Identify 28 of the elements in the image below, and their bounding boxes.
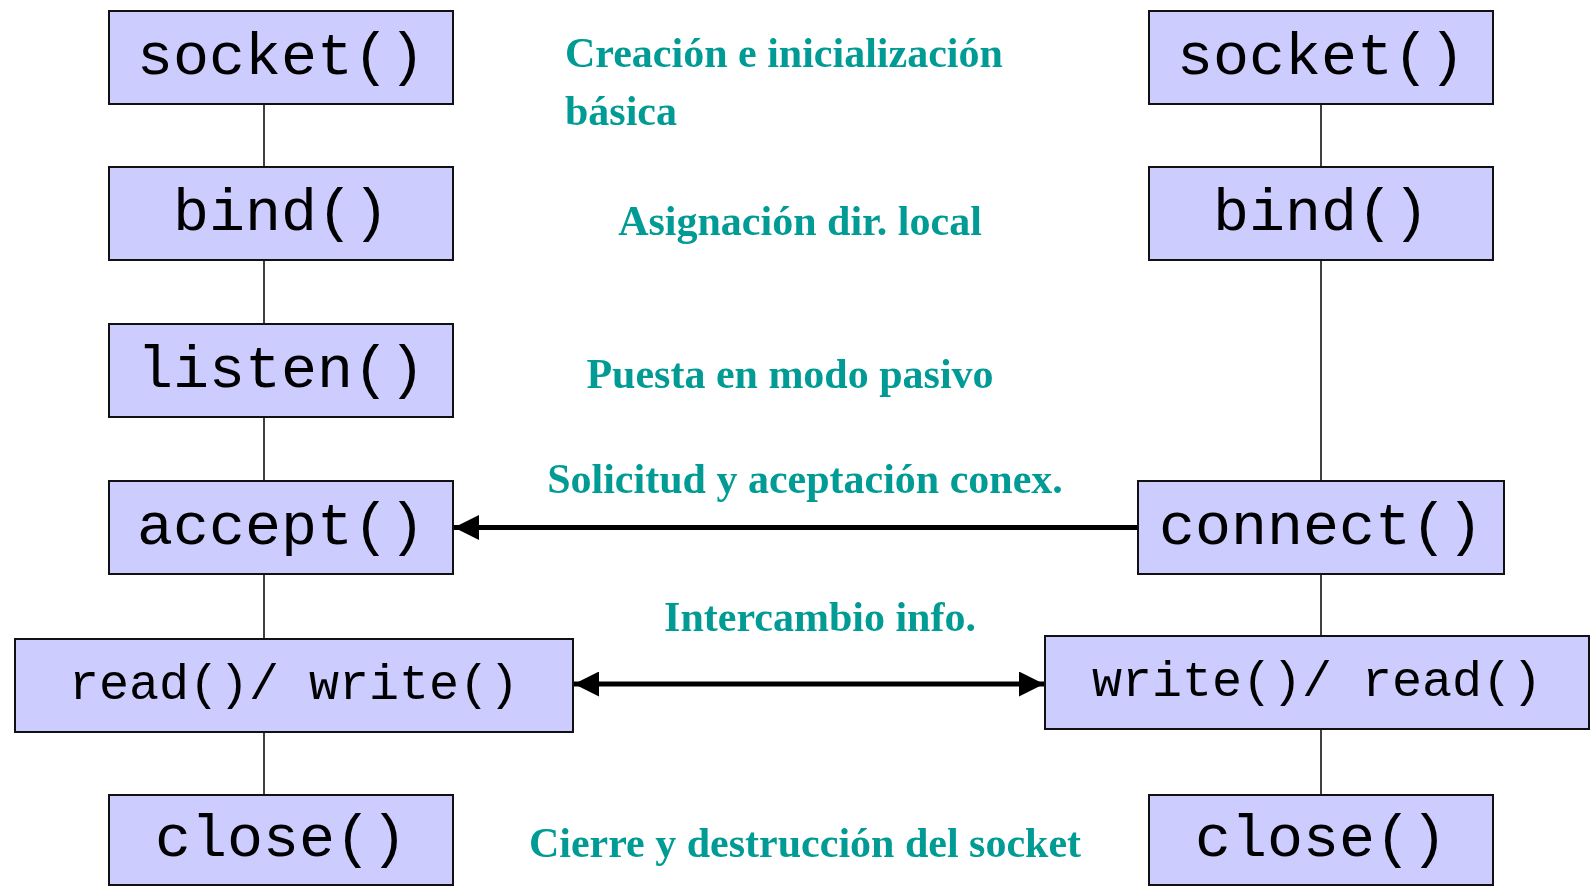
function-box: bind() [108,166,454,261]
function-box: listen() [108,323,454,418]
arrow [574,671,1044,697]
stage-description: Creación e inicialización básica [565,29,1004,136]
function-box: close() [108,794,454,886]
function-box: connect() [1137,480,1505,575]
connector-line [263,104,265,167]
function-box: socket() [108,10,454,105]
connector-line [1320,574,1322,636]
connector-line [263,732,265,795]
stage-description: Puesta en modo pasivo [585,350,995,399]
function-box: read()/ write() [14,638,574,733]
connector-line [263,574,265,639]
function-box: write()/ read() [1044,635,1590,730]
stage-description: Solicitud y aceptación conex. [546,455,1064,504]
stage-description: Intercambio info. [663,593,977,642]
connector-line [263,417,265,481]
function-box: socket() [1148,10,1494,105]
arrow [454,515,1137,540]
stage-description: Asignación dir. local [617,197,983,246]
stage-description: Cierre y destrucción del socket [527,819,1083,868]
function-box: close() [1148,794,1494,886]
connector-line [1320,104,1322,167]
connector-line [263,260,265,324]
function-box: bind() [1148,166,1494,261]
connector-line [1320,260,1322,481]
connector-line [1320,729,1322,795]
function-box: accept() [108,480,454,575]
